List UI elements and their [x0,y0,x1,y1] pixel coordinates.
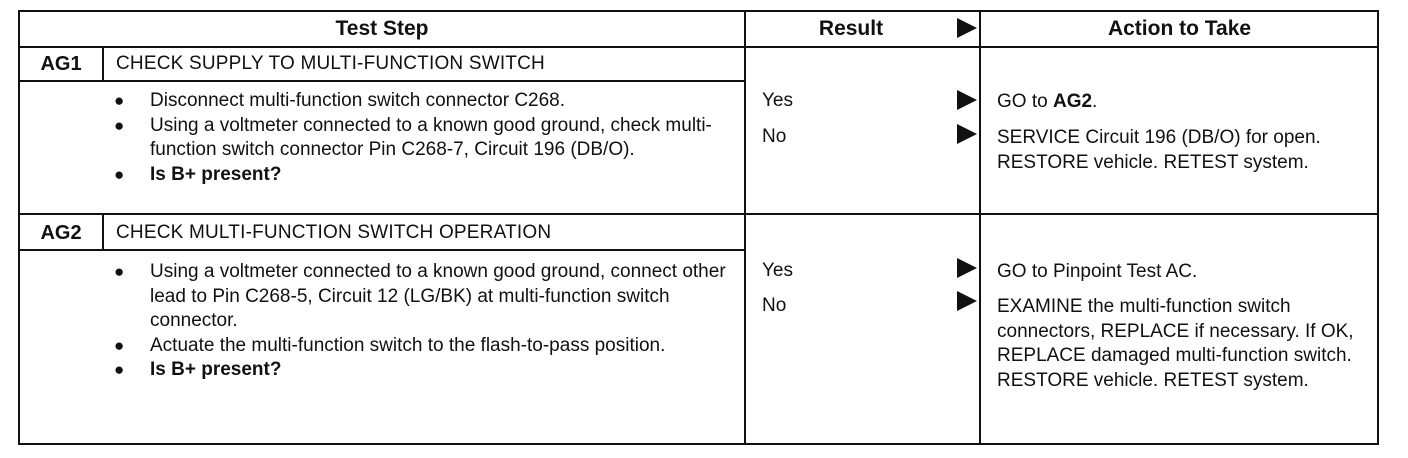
result-no-ag2: No [762,295,787,316]
arrow-icon [957,291,977,311]
action-no-ag2: EXAMINE the multi-function switch connec… [997,296,1354,391]
result-yes-ag1: Yes [762,90,793,111]
arrow-icon [957,90,977,110]
bullet-item: Using a voltmeter connected to a known g… [112,114,752,163]
step-id-divider-ag1 [102,46,104,80]
step-bullets-ag1: Disconnect multi-function switch connect… [112,89,752,187]
bullet-question: Is B+ present? [112,163,752,188]
action-yes-ag1: GO to AG2. [997,91,1098,112]
step-title-ag1: CHECK SUPPLY TO MULTI-FUNCTION SWITCH [116,53,545,74]
arrow-icon [957,258,977,278]
arrow-icon [957,124,977,144]
test-step-table: Test Step Result Action to Take AG1 CHEC… [18,10,1379,445]
step-bullets-ag2: Using a voltmeter connected to a known g… [112,260,752,383]
header-test-step: Test Step [335,17,429,40]
column-divider-result [744,12,746,443]
header-divider [20,46,1377,48]
column-divider-action [979,12,981,443]
ag2-title-divider [20,249,744,251]
bullet-item: Disconnect multi-function switch connect… [112,89,752,114]
action-yes-ag2: GO to Pinpoint Test AC. [997,261,1198,282]
bullet-item: Using a voltmeter connected to a known g… [112,260,752,334]
header-action: Action to Take [1107,17,1252,40]
step-divider [20,213,1377,215]
step-id-ag1: AG1 [40,52,82,75]
ag1-title-divider [20,80,744,82]
bullet-question: Is B+ present? [112,358,752,383]
step-title-ag2: CHECK MULTI-FUNCTION SWITCH OPERATION [116,222,552,243]
step-id-divider-ag2 [102,215,104,249]
action-no-ag1: SERVICE Circuit 196 (DB/O) for open. RES… [997,127,1321,173]
header-arrow-icon [957,18,977,38]
result-yes-ag2: Yes [762,260,793,281]
header-result: Result [818,17,884,40]
bullet-item: Actuate the multi-function switch to the… [112,334,752,359]
result-no-ag1: No [762,126,787,147]
step-id-ag2: AG2 [40,221,82,244]
